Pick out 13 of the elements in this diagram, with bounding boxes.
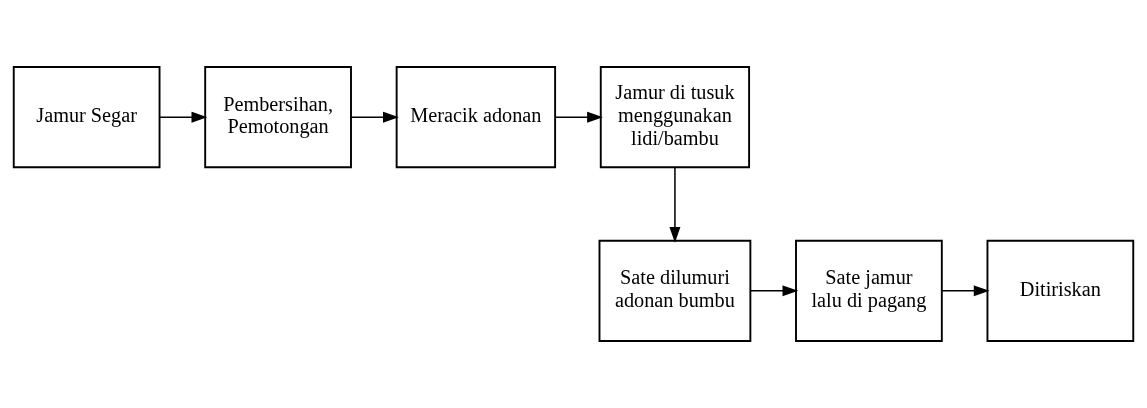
arrow [749, 285, 799, 297]
node-box: Pembersihan, Pemotongan [204, 66, 352, 169]
arrow [669, 166, 681, 243]
node-box: Sate dilumuri adonan bumbu [598, 239, 752, 342]
node-box: Ditiriskan [986, 239, 1135, 342]
node-box: Sate jamur lalu di pagang [795, 239, 943, 342]
arrow [941, 285, 990, 297]
node-box: Jamur di tusuk menggunakan lidi/bambu [599, 66, 751, 169]
node-box: Jamur Segar [12, 66, 161, 169]
arrow [554, 111, 603, 123]
node-box: Meracik adonan [395, 66, 557, 169]
arrow [350, 111, 399, 123]
arrow [158, 111, 208, 123]
